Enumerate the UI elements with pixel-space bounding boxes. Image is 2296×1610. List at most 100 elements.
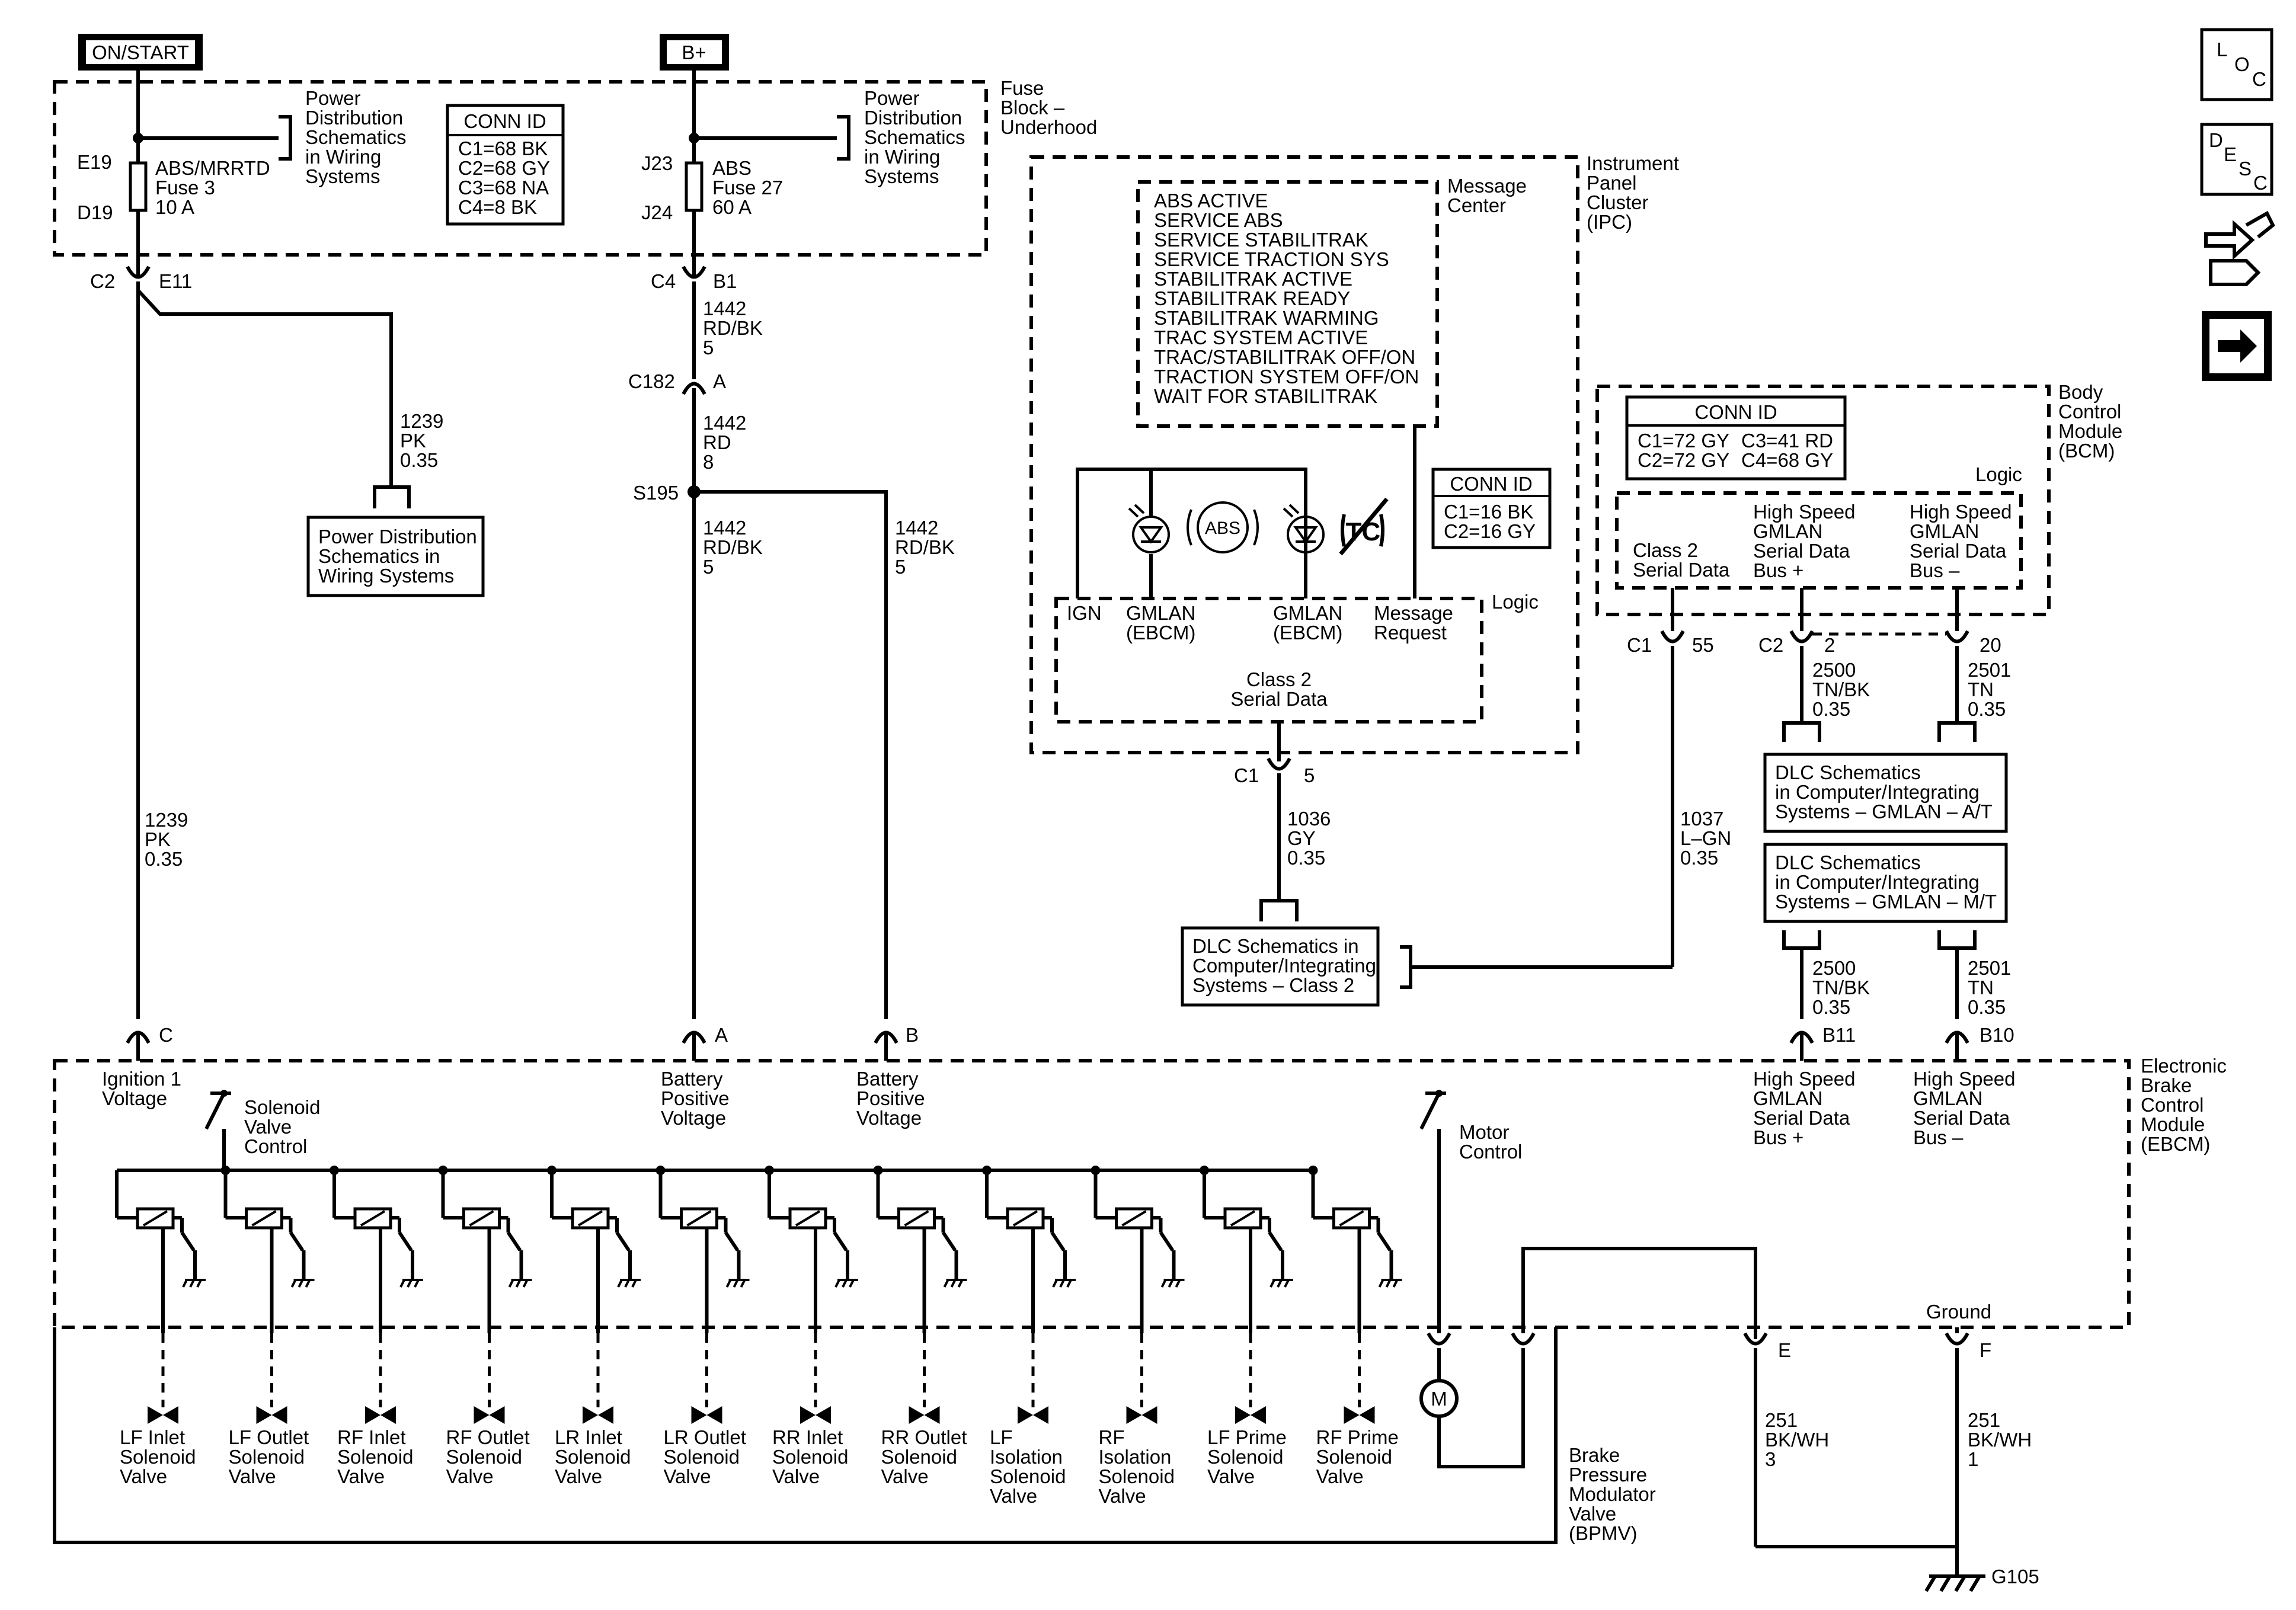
fuse-label: ABS	[712, 157, 752, 179]
svg-text:TN: TN	[1968, 977, 1994, 998]
ipc-boundary	[1029, 155, 1579, 754]
connector-bcm-c2-pin2	[1789, 630, 1814, 644]
valve-label: Isolation	[990, 1446, 1063, 1468]
wire-1239-main-label: 1239 PK 0.35	[145, 809, 188, 870]
ebcm-name: Electronic Brake Control Module (EBCM)	[2141, 1055, 2227, 1155]
valve-label: Valve	[1099, 1485, 1146, 1507]
solenoid-valve-icon	[583, 1406, 613, 1424]
svg-text:Battery: Battery	[661, 1068, 723, 1090]
svg-text:2501: 2501	[1968, 659, 2011, 681]
svg-text:Valve: Valve	[1569, 1503, 1616, 1525]
wire-251-e-label: 251 BK/WH 3	[1765, 1409, 1829, 1470]
solenoid-valve-icon	[909, 1406, 940, 1424]
chassis-ground-icon	[1269, 1279, 1293, 1288]
abs-warning-lamp-icon: ABS	[1187, 501, 1259, 553]
fuse-block-name: Block –	[1000, 97, 1065, 119]
class2-label: Class 2	[1633, 539, 1698, 561]
solenoid-valve-icon	[474, 1406, 505, 1424]
chassis-ground-icon	[617, 1279, 641, 1288]
svg-text:(IPC): (IPC)	[1587, 211, 1632, 233]
motor-control-switch	[1419, 1090, 1446, 1333]
valve-label: Solenoid	[1316, 1446, 1392, 1468]
connector-ebcm-c	[126, 1030, 151, 1044]
svg-text:CONN ID: CONN ID	[1450, 473, 1532, 495]
svg-text:Control: Control	[1459, 1141, 1522, 1163]
connector-tools-icon[interactable]	[2204, 210, 2275, 286]
svg-text:1442: 1442	[895, 517, 938, 539]
svg-text:1239: 1239	[145, 809, 188, 831]
bcm-hs-minus-label: High Speed GMLAN Serial Data Bus –	[1910, 501, 2012, 581]
svg-text:Positive: Positive	[856, 1087, 925, 1109]
description-nav-icon[interactable]: D E S C	[2200, 123, 2273, 196]
valve-label: Valve	[446, 1465, 494, 1487]
wire-2500-bottom-label: 2500 TN/BK 0.35	[1812, 957, 1870, 1018]
solenoid-valve-icon	[148, 1406, 178, 1424]
svg-text:Computer/Integrating: Computer/Integrating	[1192, 955, 1376, 977]
bcm-logic-boundary	[1615, 491, 2023, 590]
svg-text:PK: PK	[400, 430, 426, 452]
svg-text:in Computer/Integrating: in Computer/Integrating	[1775, 781, 1980, 803]
fuse-label: ABS/MRRTD	[155, 157, 270, 179]
svg-text:(BPMV): (BPMV)	[1569, 1522, 1638, 1544]
ground-g105-icon	[1924, 1547, 1985, 1592]
connector-label: C2	[90, 270, 115, 292]
valve-label: Valve	[1316, 1465, 1364, 1487]
svg-text:C2=72 GY: C2=72 GY	[1638, 449, 1729, 471]
svg-text:GMLAN: GMLAN	[1753, 520, 1822, 542]
svg-text:5: 5	[703, 556, 714, 578]
message-center-item: TRAC/STABILITRAK OFF/ON	[1154, 346, 1415, 368]
svg-text:0.35: 0.35	[1968, 996, 2006, 1018]
power-dist-ref-bracket	[837, 115, 850, 161]
battery-positive-voltage-label: Battery Positive Voltage	[856, 1068, 925, 1129]
fuse-block-name: Fuse	[1000, 77, 1044, 99]
b-plus-power-label: B+	[660, 34, 729, 71]
svg-text:1036: 1036	[1287, 808, 1331, 830]
svg-text:High Speed: High Speed	[1913, 1068, 2015, 1090]
location-nav-icon[interactable]: L O C	[2200, 28, 2273, 101]
fuse-label: Fuse 27	[712, 177, 783, 199]
svg-text:C3=68 NA: C3=68 NA	[458, 177, 549, 199]
fuse-block-name: Underhood	[1000, 116, 1097, 138]
solenoid-driver-1	[115, 1170, 206, 1333]
connector-label: 2	[1824, 634, 1835, 656]
valve-label: Solenoid	[664, 1446, 740, 1468]
svg-text:2500: 2500	[1812, 659, 1856, 681]
svg-text:251: 251	[1765, 1409, 1798, 1431]
message-request-label: Request	[1374, 622, 1447, 644]
ipc-conn-id-table: CONN ID C1=16 BK C2=16 GY	[1431, 468, 1552, 549]
message-center-item: TRACTION SYSTEM OFF/ON	[1154, 366, 1419, 388]
valve-label: RR Outlet	[881, 1426, 967, 1448]
svg-text:Solenoid: Solenoid	[244, 1096, 320, 1118]
svg-text:C4=8 BK: C4=8 BK	[458, 196, 537, 218]
svg-text:8: 8	[703, 451, 714, 473]
svg-text:High Speed: High Speed	[1753, 1068, 1855, 1090]
valve-label: RF Outlet	[446, 1426, 530, 1448]
svg-text:Brake: Brake	[1569, 1444, 1620, 1466]
svg-text:C3=41 RD: C3=41 RD	[1741, 430, 1833, 452]
svg-text:Cluster: Cluster	[1587, 191, 1649, 213]
valve-label: RF	[1099, 1426, 1125, 1448]
motor-control-label: Motor Control	[1459, 1121, 1522, 1163]
svg-text:Serial Data: Serial Data	[1753, 540, 1850, 562]
connector-c182	[682, 382, 706, 395]
wire-2501-top-label: 2501 TN 0.35	[1968, 659, 2011, 720]
svg-text:O: O	[2234, 53, 2250, 75]
valve-label: Solenoid	[229, 1446, 305, 1468]
svg-text:Power: Power	[864, 87, 920, 109]
svg-text:Instrument: Instrument	[1587, 152, 1679, 174]
svg-text:Brake: Brake	[2141, 1074, 2192, 1096]
valve-label: LF Inlet	[120, 1426, 185, 1448]
svg-text:Serial Data: Serial Data	[1753, 1107, 1850, 1129]
svg-text:C2=16 GY: C2=16 GY	[1444, 520, 1536, 542]
next-page-arrow-icon[interactable]	[2202, 311, 2272, 381]
dlc-gmlan-mt-ref-box: DLC Schematics in Computer/Integrating S…	[1763, 843, 2008, 923]
svg-text:0.35: 0.35	[1812, 996, 1850, 1018]
connector-label: C2	[1758, 634, 1783, 656]
connector-label: C1	[1234, 764, 1259, 786]
chassis-ground-icon	[1160, 1279, 1185, 1288]
